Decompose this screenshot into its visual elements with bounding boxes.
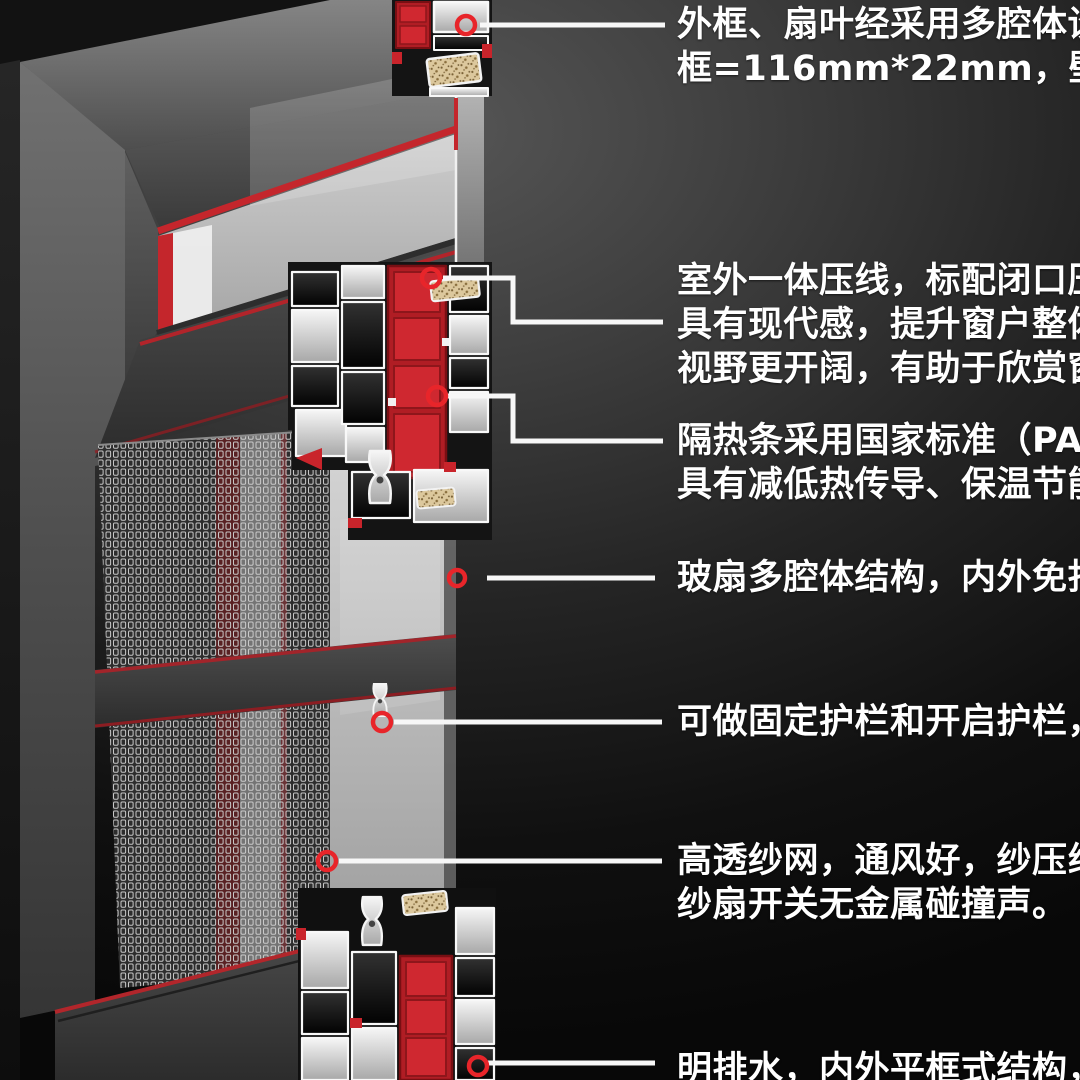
callout-marker-1 bbox=[454, 13, 478, 37]
annotation-line: 明排水，内外平框式结构， bbox=[677, 1050, 1080, 1080]
annotation-exterior-pressure-line: 室外一体压线，标配闭口压纱 具有现代感，提升窗户整体的 视野更开阔，有助于欣赏窗… bbox=[677, 259, 1080, 391]
guard-rail-bar bbox=[94, 634, 457, 728]
annotation-line: 室外一体压线，标配闭口压纱 bbox=[677, 261, 1080, 301]
frame-left-stile bbox=[20, 62, 125, 1018]
annotation-drainage: 明排水，内外平框式结构， bbox=[677, 1048, 1080, 1080]
callout-line-2 bbox=[443, 275, 663, 325]
callout-line-3 bbox=[448, 393, 663, 444]
annotation-line: 视野更开阔，有助于欣赏窗外 bbox=[677, 349, 1080, 389]
annotation-glass-sash: 玻扇多腔体结构，内外免打胶 bbox=[677, 556, 1080, 600]
annotation-line: 具有现代感，提升窗户整体的 bbox=[677, 305, 1080, 345]
callout-markers bbox=[315, 13, 490, 1078]
annotation-line: 高透纱网，通风好，纱压线， bbox=[677, 841, 1080, 881]
frame-cut-edge-column bbox=[454, 96, 484, 262]
profile-cross-section-middle bbox=[288, 262, 492, 540]
annotation-thermal-break: 隔热条采用国家标准（PA66+ 具有减低热传导、保温节能的 bbox=[677, 419, 1080, 507]
annotation-line: 可做固定护栏和开启护栏， bbox=[677, 702, 1080, 742]
red-gasket-top bbox=[156, 125, 458, 235]
annotation-line: 具有减低热传导、保温节能的 bbox=[677, 465, 1080, 505]
callout-marker-2 bbox=[419, 266, 443, 290]
annotation-line: 纱扇开关无金属碰撞声。 bbox=[677, 885, 1068, 925]
annotation-line: 框=116mm*22mm，壁厚2.0mm， bbox=[677, 49, 1080, 89]
connector-bone bbox=[372, 682, 388, 718]
connector-bone bbox=[368, 449, 392, 505]
frame-top-rail bbox=[20, 0, 456, 228]
annotation-multi-chamber-profile: 外框、扇叶经采用多腔体设计 框=116mm*22mm，壁厚2.0mm， bbox=[677, 3, 1080, 91]
callout-marker-6 bbox=[315, 849, 339, 873]
annotation-guard-rail: 可做固定护栏和开启护栏， bbox=[677, 700, 1080, 744]
callout-lines bbox=[339, 22, 665, 1066]
annotation-line: 隔热条采用国家标准（PA66+ bbox=[677, 421, 1080, 461]
foam-insulation bbox=[425, 52, 483, 89]
annotation-line: 外框、扇叶经采用多腔体设计 bbox=[677, 5, 1080, 45]
foam-insulation bbox=[415, 486, 457, 510]
callout-marker-5 bbox=[370, 710, 394, 734]
red-gasket-vertical bbox=[158, 233, 173, 330]
upper-glass-unit bbox=[125, 66, 458, 395]
callout-marker-3 bbox=[425, 384, 449, 408]
upper-glass bbox=[158, 134, 456, 330]
glass-edge-highlight bbox=[173, 225, 212, 326]
callout-marker-7 bbox=[466, 1054, 490, 1078]
annotation-line: 玻扇多腔体结构，内外免打胶 bbox=[677, 558, 1080, 598]
connector-bone bbox=[360, 895, 384, 947]
annotation-screen-mesh: 高透纱网，通风好，纱压线， 纱扇开关无金属碰撞声。 bbox=[677, 839, 1080, 927]
thermal-break-strip bbox=[398, 954, 454, 1080]
callout-marker-4 bbox=[446, 567, 468, 589]
foam-insulation bbox=[401, 889, 449, 917]
profile-cross-section-top bbox=[392, 0, 492, 97]
background-left-strip bbox=[0, 60, 20, 1080]
profile-cross-section-bottom bbox=[296, 888, 496, 1080]
left-jamb bbox=[125, 152, 158, 395]
